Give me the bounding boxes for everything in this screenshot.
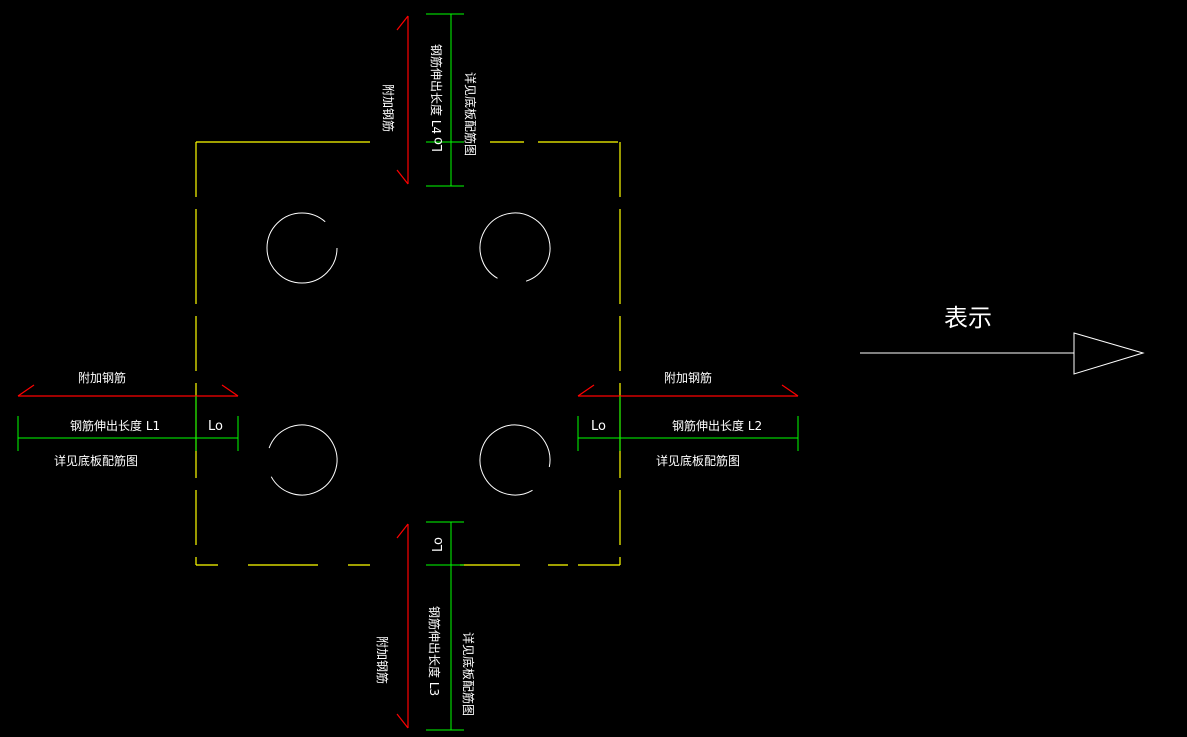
legend-label: 表示 (944, 304, 992, 332)
pile-circle (266, 424, 338, 496)
legend-arrow-icon (1073, 332, 1145, 375)
pile-cap-outline (195, 141, 621, 566)
right-added-rebar: 附加钢筋 Lo 钢筋伸出长度 L2 详见底板配筋图 (577, 370, 799, 468)
left-added-rebar: 附加钢筋 钢筋伸出长度 L1 Lo 详见底板配筋图 (17, 370, 239, 468)
left-added-rebar-label: 附加钢筋 (78, 370, 126, 385)
bottom-see-plan-label: 详见底板配筋图 (461, 632, 476, 716)
bottom-added-rebar: Lo 附加钢筋 钢筋伸出长度 L3 详见底板配筋图 (375, 521, 476, 731)
left-see-plan-label: 详见底板配筋图 (54, 453, 138, 468)
left-anchor-label: Lo (208, 419, 223, 434)
bottom-extension-label: 钢筋伸出长度 L3 (427, 606, 442, 696)
top-added-rebar-label: 附加钢筋 (381, 84, 396, 132)
top-added-rebar: 附加钢筋 钢筋伸出长度 L4 详见底板配筋图 Lo (381, 13, 478, 187)
legend: 表示 (860, 304, 1145, 375)
right-see-plan-label: 详见底板配筋图 (656, 453, 740, 468)
right-added-rebar-label: 附加钢筋 (664, 370, 712, 385)
bottom-anchor-label: Lo (431, 537, 446, 552)
right-extension-label: 钢筋伸出长度 L2 (672, 418, 762, 433)
pile-circle (266, 212, 338, 284)
top-extension-label: 钢筋伸出长度 L4 (429, 44, 444, 134)
bottom-added-rebar-label: 附加钢筋 (375, 636, 390, 684)
right-anchor-label: Lo (591, 419, 606, 434)
left-extension-label: 钢筋伸出长度 L1 (70, 418, 160, 433)
top-anchor-label: Lo (431, 137, 446, 152)
pile-circle (479, 424, 551, 496)
top-see-plan-label: 详见底板配筋图 (463, 72, 478, 156)
piles (266, 212, 551, 496)
pile-circle (479, 212, 551, 284)
